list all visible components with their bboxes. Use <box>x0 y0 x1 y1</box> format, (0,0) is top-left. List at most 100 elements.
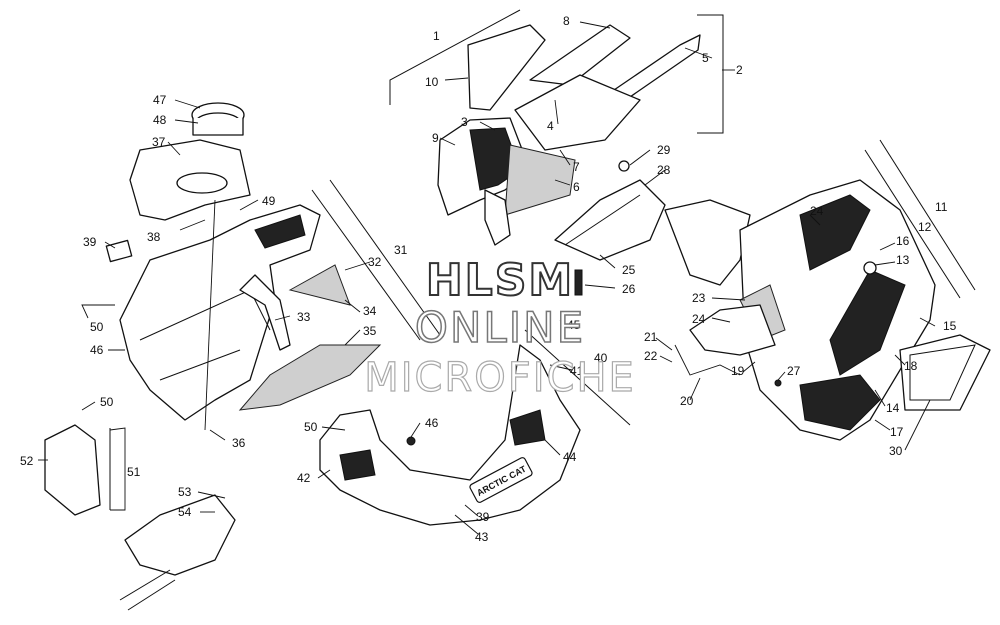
belly-pan-assembly: ARCTIC CAT <box>319 329 631 526</box>
bracket-32 <box>311 189 421 341</box>
callout-24b: 24 <box>692 312 706 326</box>
hood-main <box>739 179 936 441</box>
callout-36: 36 <box>232 436 246 450</box>
callout-42: 42 <box>297 471 311 485</box>
side-trim-24 <box>689 304 776 356</box>
callout-19: 19 <box>731 364 745 378</box>
callout-14: 14 <box>886 401 900 415</box>
callout-29: 29 <box>657 143 671 157</box>
callout-23: 23 <box>692 291 706 305</box>
callout-46: 46 <box>425 416 439 430</box>
fastener-27 <box>774 379 782 387</box>
callout-44: 44 <box>563 450 577 464</box>
callout-39: 39 <box>83 235 97 249</box>
callout-52: 52 <box>20 454 34 468</box>
panel-line-b <box>159 349 241 381</box>
callout-12: 12 <box>918 220 932 234</box>
callout-27: 27 <box>787 364 801 378</box>
grille-18 <box>899 334 991 411</box>
mesh-piece-35 <box>238 344 382 411</box>
callout-32: 32 <box>368 255 382 269</box>
callout-16: 16 <box>896 234 910 248</box>
callout-10: 10 <box>425 75 439 89</box>
bracket-2 <box>697 14 724 134</box>
callout-43: 43 <box>475 530 489 544</box>
callout-25: 25 <box>622 263 636 277</box>
side-vent-28 <box>554 179 666 261</box>
callout-17: 17 <box>890 425 904 439</box>
gauge-housing <box>192 118 244 136</box>
grille-inner <box>909 344 976 401</box>
callout-49: 49 <box>262 194 276 208</box>
callout-18: 18 <box>904 359 918 373</box>
decal-39-left <box>105 239 133 263</box>
callout-26: 26 <box>622 282 636 296</box>
callout-45: 45 <box>567 318 581 332</box>
callout-38: 38 <box>147 230 161 244</box>
deflector-part <box>529 24 631 86</box>
bracket-1 <box>389 9 521 105</box>
emblem-13 <box>863 261 877 275</box>
vent-frame <box>664 199 751 286</box>
mount-line-a <box>119 569 171 601</box>
callout-46b: 46 <box>90 343 104 357</box>
leader-lines <box>38 21 936 535</box>
callout-50b: 50 <box>100 395 114 409</box>
bracket-31 <box>329 179 441 336</box>
callout-9: 9 <box>432 131 439 145</box>
lower-part-9 <box>484 189 511 246</box>
fastener-29 <box>618 160 630 172</box>
callout-51: 51 <box>127 465 141 479</box>
callout-47: 47 <box>153 93 167 107</box>
clip-26 <box>574 269 583 296</box>
side-vent-assembly <box>554 160 751 296</box>
callout-20: 20 <box>680 394 694 408</box>
callout-35: 35 <box>363 324 377 338</box>
belly-vent-left <box>339 449 376 481</box>
callout-40: 40 <box>594 351 608 365</box>
panel-part-4 <box>514 74 641 151</box>
callout-8: 8 <box>563 14 570 28</box>
cable-20 <box>674 344 741 376</box>
gauge-opening <box>176 172 228 194</box>
panel-vent <box>254 214 306 249</box>
callout-24: 24 <box>810 204 824 218</box>
callout-37: 37 <box>152 135 166 149</box>
callout-48: 48 <box>153 113 167 127</box>
hood-graphic-b <box>829 269 906 376</box>
callout-41: 41 <box>570 364 584 378</box>
hood-graphic-a <box>799 194 871 271</box>
callout-1: 1 <box>433 29 440 43</box>
callout-34: 34 <box>363 304 377 318</box>
hood-assembly <box>674 139 991 441</box>
callout-28: 28 <box>657 163 671 177</box>
mesh-part-6 <box>504 144 576 216</box>
callout-22: 22 <box>644 349 658 363</box>
bracket-40 <box>524 329 631 426</box>
hood-graphic-c <box>799 374 881 431</box>
callout-39b: 39 <box>476 510 490 524</box>
callout-50: 50 <box>90 320 104 334</box>
windshield-part <box>467 24 546 111</box>
callout-13: 13 <box>896 253 910 267</box>
bracket-plate-53 <box>124 494 236 576</box>
callout-53: 53 <box>178 485 192 499</box>
console-assembly <box>105 102 441 431</box>
callout-7: 7 <box>573 160 580 174</box>
vent-line <box>564 194 641 246</box>
mesh-piece-34 <box>288 264 351 306</box>
bracket-12 <box>864 149 961 299</box>
windshield-assembly <box>389 9 724 246</box>
callout-21: 21 <box>644 330 658 344</box>
callout-labels: 1 2 3 4 5 6 7 8 9 10 11 12 13 14 15 16 1… <box>20 14 957 544</box>
callout-2: 2 <box>736 63 743 77</box>
callout-6: 6 <box>573 180 580 194</box>
callout-54: 54 <box>178 505 192 519</box>
grommet-46 <box>406 436 416 446</box>
callout-31: 31 <box>394 243 408 257</box>
strut-33 <box>239 274 291 351</box>
callout-5: 5 <box>702 51 709 65</box>
callout-33: 33 <box>297 310 311 324</box>
